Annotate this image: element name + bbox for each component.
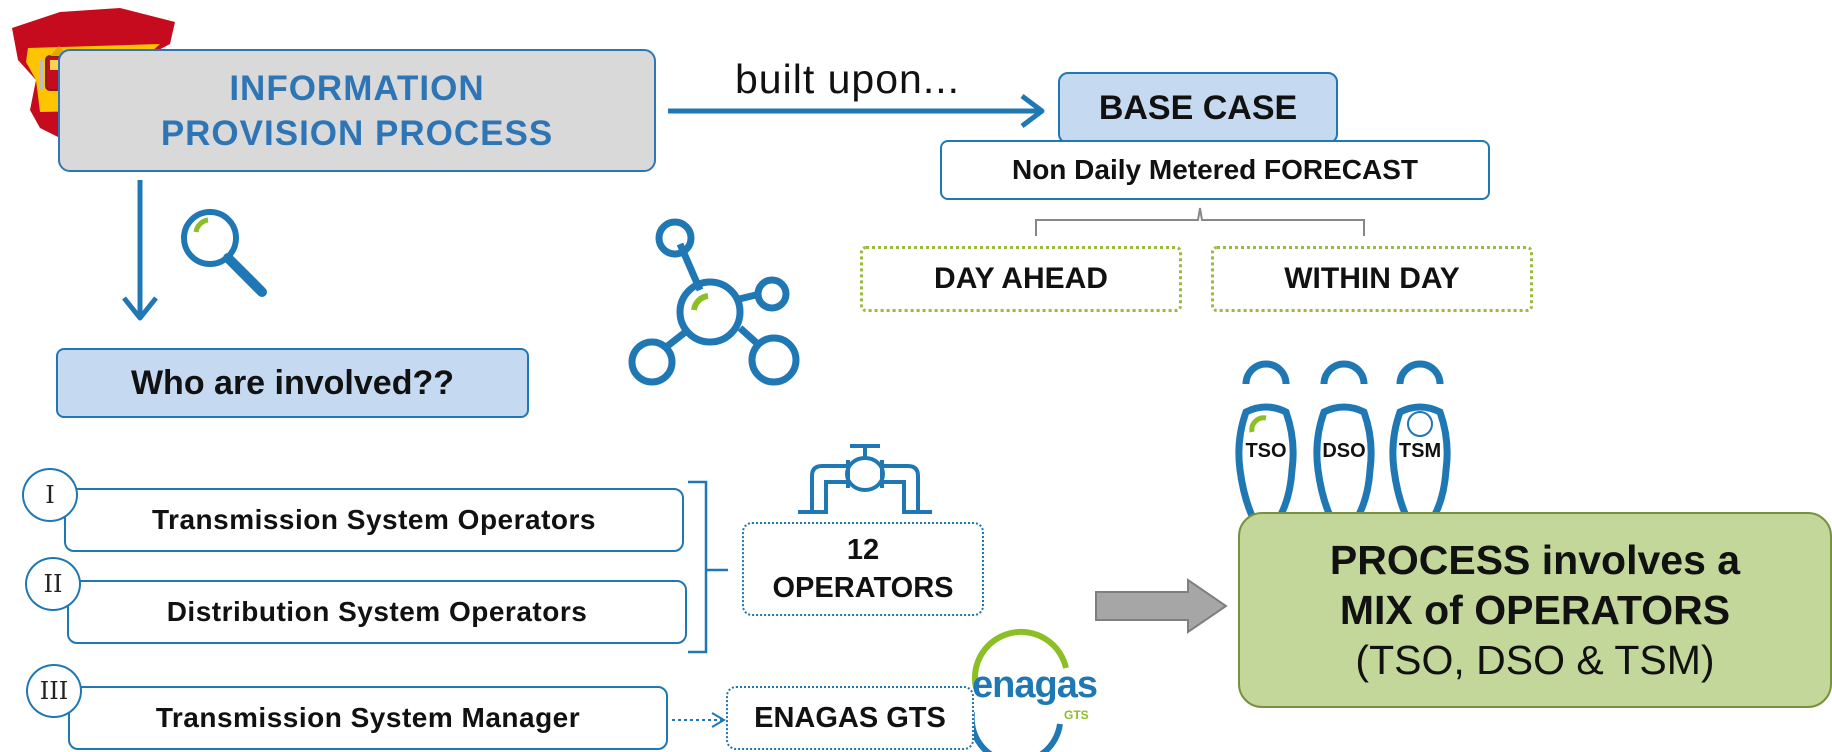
process-title-line1: INFORMATION bbox=[229, 68, 485, 108]
person-label-tsm: TSM bbox=[1398, 440, 1442, 462]
base-case-box: BASE CASE bbox=[1058, 72, 1338, 144]
tsm-operator-box: Transmission System Manager bbox=[68, 686, 668, 750]
numeral-badge: II bbox=[25, 557, 81, 611]
operator-count-label: OPERATORS bbox=[772, 572, 954, 604]
mix-line2: MIX of OPERATORS bbox=[1339, 587, 1731, 633]
operator-count-number: 12 bbox=[846, 534, 880, 566]
built-upon-label: built upon... bbox=[735, 56, 960, 102]
process-title-box: INFORMATION PROVISION PROCESS bbox=[58, 49, 656, 172]
people-group bbox=[1235, 360, 1451, 544]
day-ahead-box: DAY AHEAD bbox=[860, 246, 1182, 312]
network-icon bbox=[628, 218, 800, 386]
dso-operator-box: Distribution System Operators bbox=[67, 580, 687, 644]
mix-operators-box: PROCESS involves a MIX of OPERATORS (TSO… bbox=[1238, 512, 1832, 708]
numeral-badge: I bbox=[22, 468, 78, 522]
magnifier-icon bbox=[181, 209, 267, 297]
numeral-badge: III bbox=[26, 664, 82, 718]
who-involved-box: Who are involved?? bbox=[56, 348, 529, 418]
forecast-bracket bbox=[1035, 207, 1365, 236]
person-label-dso: DSO bbox=[1322, 440, 1366, 462]
operator-count-box: 12 OPERATORS bbox=[742, 522, 984, 616]
enagas-gts-box: ENAGAS GTS bbox=[726, 686, 974, 750]
tso-operator-box: Transmission System Operators bbox=[64, 488, 684, 552]
pipe-valve-icon bbox=[798, 444, 932, 514]
mix-line3: (TSO, DSO & TSM) bbox=[1355, 637, 1715, 683]
tso-accent-icon bbox=[1249, 415, 1267, 433]
group-brace bbox=[688, 480, 728, 654]
result-arrow bbox=[1095, 578, 1228, 634]
enagas-logo-word: enagas bbox=[972, 664, 1098, 706]
ndm-forecast-box: Non Daily Metered FORECAST bbox=[940, 140, 1490, 200]
process-title-line2: PROVISION PROCESS bbox=[160, 113, 554, 153]
within-day-box: WITHIN DAY bbox=[1211, 246, 1533, 312]
mix-line1: PROCESS involves a bbox=[1329, 537, 1741, 583]
enagas-logo-sub: GTS bbox=[1064, 708, 1089, 722]
person-label-tso: TSO bbox=[1245, 440, 1287, 462]
enagas-mini-logo-icon bbox=[1407, 411, 1433, 437]
